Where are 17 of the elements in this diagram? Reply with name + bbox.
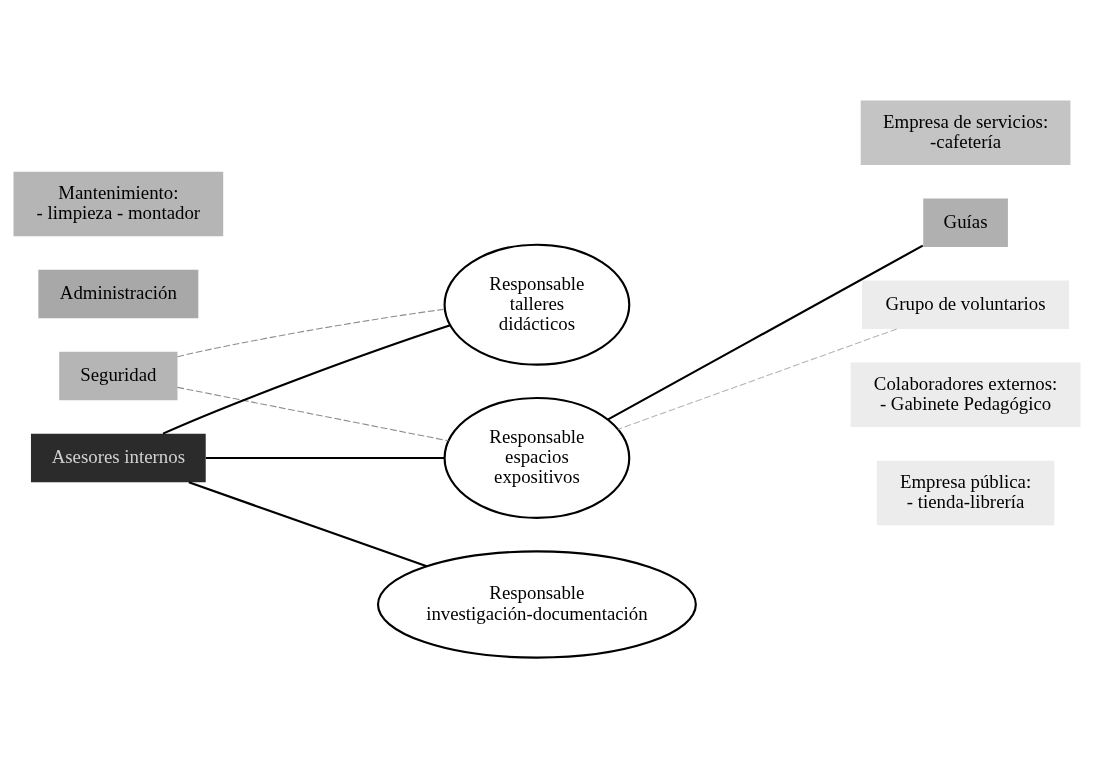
connector xyxy=(176,386,450,441)
connector xyxy=(162,323,451,435)
node-ellipse: Responsable talleres didácticos xyxy=(443,243,631,366)
node-box: Administración xyxy=(38,269,199,318)
node-ellipse: Responsable investigación-documentación xyxy=(376,549,697,659)
node-box: Seguridad xyxy=(59,351,178,400)
node-box: Empresa de servicios: -cafetería xyxy=(860,99,1071,165)
connector xyxy=(176,308,446,357)
node-box: Guías xyxy=(923,198,1008,247)
connector xyxy=(205,456,445,459)
node-ellipse: Responsable espacios expositivos xyxy=(443,396,631,519)
connector xyxy=(607,244,924,420)
node-box: Asesores internos xyxy=(30,433,206,482)
node-box: Mantenimiento: - limpieza - montador xyxy=(13,171,224,236)
node-box: Grupo de voluntarios xyxy=(862,280,1070,329)
connector xyxy=(188,480,428,567)
connector xyxy=(617,327,898,430)
